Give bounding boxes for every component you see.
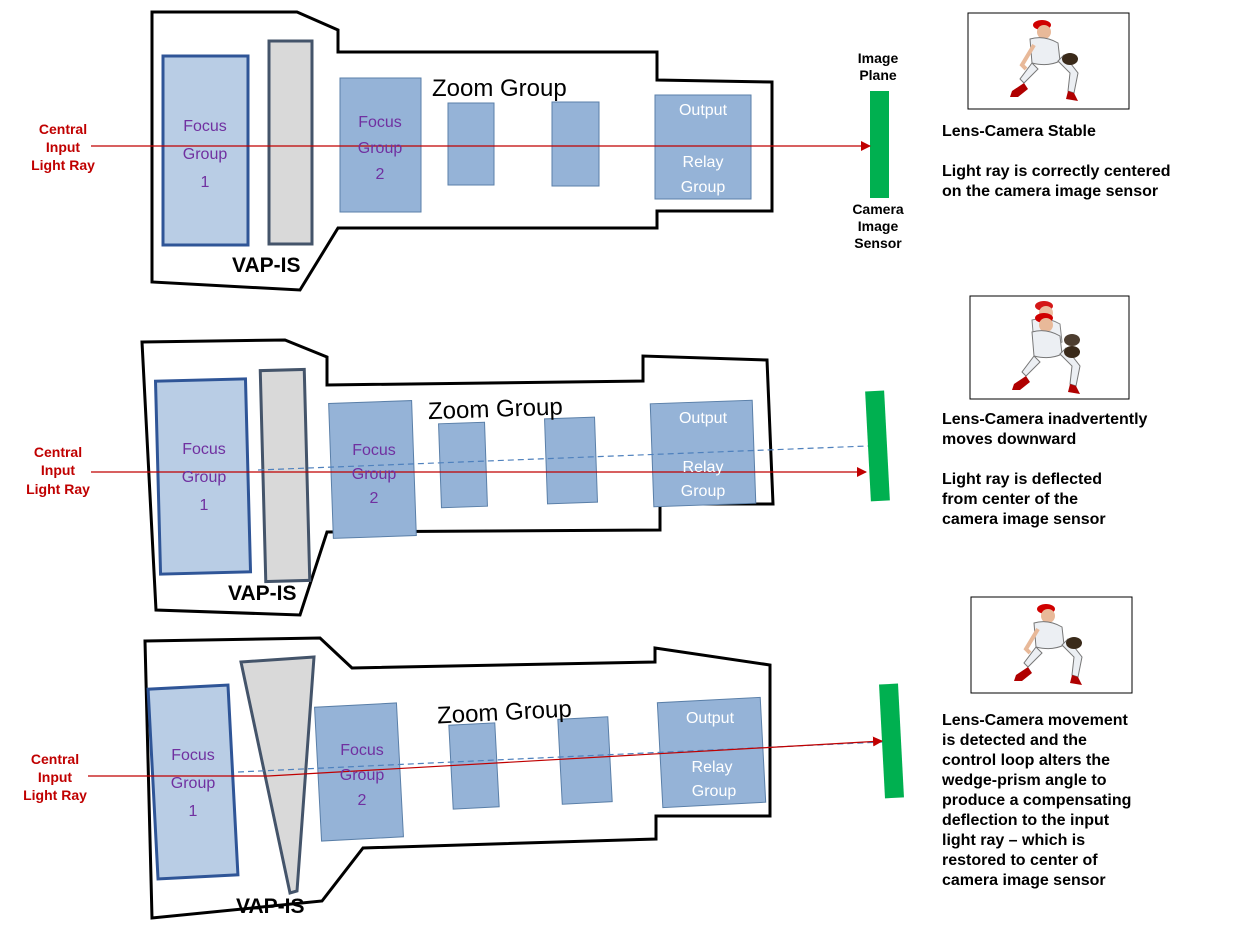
description-line: control loop alters the xyxy=(942,752,1111,769)
zoom-group-label: Zoom Group xyxy=(428,393,564,425)
description-line: camera image sensor xyxy=(942,872,1106,889)
description-line: deflection to the input xyxy=(942,812,1110,829)
description-line xyxy=(942,142,1171,162)
output-relay-group xyxy=(656,696,767,809)
description-line: light ray – which is xyxy=(942,832,1086,849)
camera-sensor-label: Camera xyxy=(852,201,904,217)
focus-group-2-label: 2 xyxy=(376,166,385,183)
focus-group-1-label: Focus xyxy=(171,747,215,764)
zoom-element-2 xyxy=(544,416,599,505)
central-ray-label: Input xyxy=(41,462,76,478)
panel-stable: Focus Group 1 Focus Group 2 Output Relay… xyxy=(31,10,1130,292)
description-line: Lens-Camera movement xyxy=(942,712,1128,729)
output-label: Output xyxy=(679,102,728,119)
baseball-fielder-icon xyxy=(1014,604,1083,685)
relay-label: Relay xyxy=(692,759,733,776)
central-ray-label: Input xyxy=(46,139,81,155)
description-stable: Lens-Camera Stable Light ray is correctl… xyxy=(942,122,1171,202)
focus-group-2 xyxy=(339,77,422,213)
output-relay-group xyxy=(654,94,752,200)
zoom-element-2 xyxy=(557,716,613,805)
relay-group-label: Group xyxy=(681,179,726,196)
focus-group-2-label: 2 xyxy=(370,490,379,507)
zoom-group-label: Zoom Group xyxy=(432,75,567,102)
panel-moves-down: Focus Group 1 Focus Group 2 Output Relay… xyxy=(26,295,1130,617)
output-relay-group xyxy=(649,399,757,508)
relay-group-label: Group xyxy=(681,483,726,500)
focus-group-1-label: 1 xyxy=(189,803,198,820)
focus-group-2-label: Focus xyxy=(358,114,402,131)
camera-image-sensor xyxy=(879,683,904,799)
vap-is-label: VAP-IS xyxy=(228,582,296,605)
focus-group-2 xyxy=(314,702,404,842)
dashed-center-ray xyxy=(237,741,883,773)
image-plane-label: Image xyxy=(858,50,899,66)
description-compensated: Lens-Camera movement is detected and the… xyxy=(942,711,1131,891)
central-ray-label: Input xyxy=(38,769,73,785)
focus-group-1-label: Group xyxy=(182,469,227,486)
description-line: Light ray is deflected xyxy=(942,471,1103,488)
vap-is-label: VAP-IS xyxy=(236,895,304,918)
focus-group-2-label: Group xyxy=(340,767,385,784)
description-line: from center of the xyxy=(942,491,1079,508)
description-line: restored to center of xyxy=(942,852,1098,869)
baseball-fielder-icon xyxy=(1012,301,1081,394)
focus-group-1-label: Group xyxy=(171,775,216,792)
camera-sensor-label: Image xyxy=(858,218,899,234)
relay-label: Relay xyxy=(683,154,724,171)
description-line: Lens-Camera inadvertently xyxy=(942,411,1148,428)
description-line: produce a compensating xyxy=(942,792,1132,809)
description-line: is detected and the xyxy=(942,732,1087,749)
description-line: camera image sensor xyxy=(942,511,1106,528)
focus-group-1 xyxy=(161,54,250,247)
description-line: Lens-Camera Stable xyxy=(942,123,1096,140)
vap-is-prism xyxy=(267,39,314,246)
focus-group-1-label: Focus xyxy=(183,118,227,135)
relay-group-label: Group xyxy=(692,783,737,800)
dashed-center-ray xyxy=(257,445,869,471)
vap-is-label: VAP-IS xyxy=(232,254,300,277)
deflected-light-ray xyxy=(267,736,883,777)
focus-group-1-label: 1 xyxy=(200,497,209,514)
camera-sensor-label: Sensor xyxy=(854,235,902,251)
baseball-fielder-icon xyxy=(1010,20,1079,101)
description-moves-down: Lens-Camera inadvertently moves downward… xyxy=(942,410,1147,530)
panel-compensated: Focus Group 1 Focus Group 2 Output Relay… xyxy=(23,596,1133,920)
output-label: Output xyxy=(679,410,728,427)
central-ray-label: Light Ray xyxy=(26,481,90,497)
focus-group-2-label: Group xyxy=(352,466,397,483)
focus-group-2-label: Focus xyxy=(352,442,396,459)
output-label: Output xyxy=(686,710,735,727)
central-ray-label: Central xyxy=(31,751,79,767)
central-ray-label: Central xyxy=(39,121,87,137)
focus-group-2-label: 2 xyxy=(358,792,367,809)
focus-group-2 xyxy=(328,400,417,539)
zoom-element-1 xyxy=(447,102,495,186)
description-line: moves downward xyxy=(942,431,1077,448)
focus-group-1-label: 1 xyxy=(201,174,210,191)
zoom-element-2 xyxy=(551,101,600,187)
focus-group-1 xyxy=(146,683,240,881)
description-line: on the camera image sensor xyxy=(942,183,1159,200)
camera-image-sensor xyxy=(865,390,890,502)
focus-group-1-label: Focus xyxy=(182,441,226,458)
focus-group-1-label: Group xyxy=(183,146,228,163)
description-line xyxy=(942,450,1147,470)
zoom-element-1 xyxy=(448,722,500,810)
central-ray-label: Light Ray xyxy=(23,787,87,803)
central-ray-label: Light Ray xyxy=(31,157,95,173)
description-line: wedge-prism angle to xyxy=(942,772,1107,789)
focus-group-2-label: Group xyxy=(358,140,403,157)
focus-group-1 xyxy=(153,377,253,576)
camera-image-sensor xyxy=(870,91,889,198)
central-ray-label: Central xyxy=(34,444,82,460)
relay-label: Relay xyxy=(683,459,724,476)
focus-group-2-label: Focus xyxy=(340,742,384,759)
zoom-element-1 xyxy=(438,421,488,509)
vap-is-prism xyxy=(258,367,312,584)
image-plane-label: Plane xyxy=(859,67,897,83)
description-line: Light ray is correctly centered xyxy=(942,163,1171,180)
